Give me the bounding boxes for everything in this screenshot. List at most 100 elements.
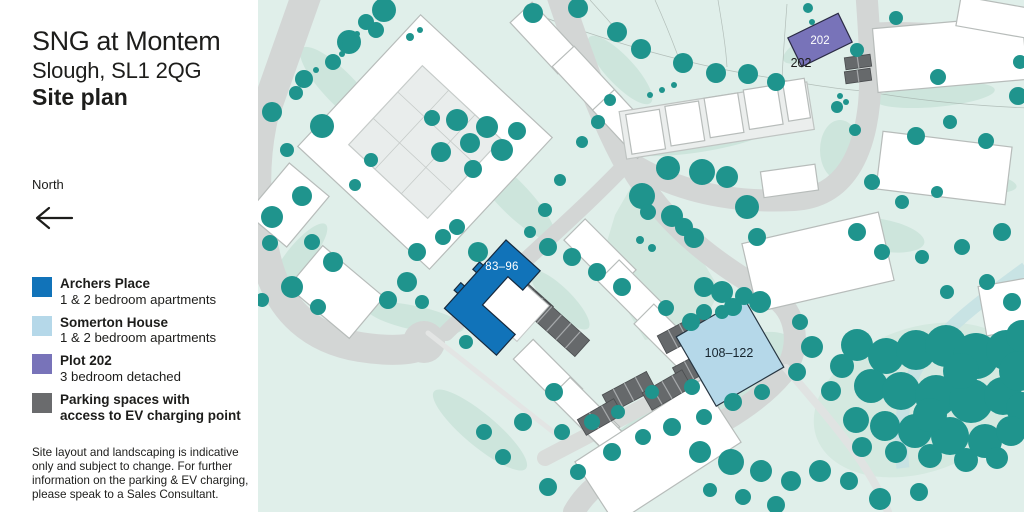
tree-icon (849, 124, 861, 136)
tree-icon (491, 139, 513, 161)
tree-icon (1009, 87, 1024, 105)
tree-icon (584, 414, 600, 430)
tree-icon (261, 206, 283, 228)
tree-icon (262, 235, 278, 251)
tree-icon (931, 186, 943, 198)
tree-icon (943, 353, 979, 389)
tree-icon (554, 174, 566, 186)
tree-icon (323, 252, 343, 272)
tree-icon (476, 116, 498, 138)
parking-strip (843, 67, 873, 85)
tree-icon (724, 393, 742, 411)
tree-icon (545, 383, 563, 401)
tree-icon (803, 3, 813, 13)
plot-202-swatch (32, 354, 52, 375)
building-top-corner (955, 0, 1024, 39)
tree-icon (907, 127, 925, 145)
tree-icon (788, 363, 806, 381)
tree-icon (696, 409, 712, 425)
tree-icon (495, 449, 511, 465)
legend: Archers Place 1 & 2 bedroom apartments S… (32, 276, 248, 431)
tree-icon (696, 304, 712, 320)
tree-icon (408, 243, 426, 261)
development-title: SNG at Montem (32, 26, 221, 56)
archers-place-building (443, 239, 550, 357)
tree-icon (978, 133, 994, 149)
tree-icon (524, 226, 536, 238)
tree-icon (954, 448, 978, 472)
tree-icon (604, 94, 616, 106)
legend-item-plot-202: Plot 202 3 bedroom detached (32, 353, 248, 384)
building-small-east (759, 163, 820, 199)
building-northeast-1 (871, 14, 1024, 94)
tree-icon (735, 195, 759, 219)
disclaimer: Site layout and landscaping is indicativ… (32, 446, 249, 502)
page-title: Site plan (32, 84, 128, 110)
tree-icon (735, 489, 751, 505)
tree-icon (280, 143, 294, 157)
tree-icon (809, 460, 831, 482)
tree-icon (684, 379, 700, 395)
tree-icon (850, 43, 864, 57)
tree-icon (262, 102, 282, 122)
legend-name: Archers Place (60, 276, 151, 291)
tree-icon (843, 407, 869, 433)
footpath-blue (425, 330, 559, 437)
tree-icon (750, 460, 772, 482)
legend-item-somerton-house: Somerton House 1 & 2 bedroom apartments (32, 315, 248, 346)
tree-icon (310, 114, 334, 138)
tree-icon (895, 195, 909, 209)
tree-icon (358, 14, 374, 30)
development-address: Slough, SL1 2QG (32, 58, 202, 83)
tree-layer (255, 0, 1024, 512)
tree-icon (979, 274, 995, 290)
tree-icon (930, 69, 946, 85)
tree-icon (671, 82, 677, 88)
tree-icon (1003, 293, 1021, 311)
tree-icon (645, 385, 659, 399)
legend-item-archers-place: Archers Place 1 & 2 bedroom apartments (32, 276, 248, 307)
tree-icon (538, 203, 552, 217)
tree-icon (613, 278, 631, 296)
site-plan-map: 83–96 108–122 202 202 (241, 0, 1024, 512)
tree-icon (767, 496, 785, 512)
tree-icon (310, 299, 326, 315)
tree-icon (313, 67, 319, 73)
tree-icon (514, 413, 532, 431)
tree-icon (913, 398, 947, 432)
tree-icon (689, 159, 715, 185)
tree-icon (830, 354, 854, 378)
tree-icon (647, 92, 653, 98)
tree-icon (749, 291, 771, 313)
tree-icon (635, 429, 651, 445)
tree-icon (874, 244, 890, 260)
highlighted-buildings (443, 12, 853, 407)
tree-icon (792, 314, 808, 330)
tree-icon (715, 305, 729, 319)
tree-icon (854, 369, 888, 403)
tree-icon (910, 483, 928, 501)
tree-icon (658, 300, 674, 316)
tree-icon (460, 133, 480, 153)
tree-icon (631, 39, 651, 59)
tree-icon (1006, 320, 1024, 352)
tree-icon (689, 441, 711, 463)
tree-icon (659, 87, 665, 93)
tree-icon (431, 142, 451, 162)
legend-name: Plot 202 (60, 353, 112, 369)
building-perimeter-block (296, 13, 554, 271)
tree-icon (339, 51, 345, 57)
somerton-house-swatch (32, 315, 52, 336)
tree-icon (767, 73, 785, 91)
tree-icon (372, 0, 396, 22)
tree-icon (940, 285, 954, 299)
tree-icon (570, 464, 586, 480)
tree-icon (706, 63, 726, 83)
tree-icon (325, 54, 341, 70)
tree-icon (882, 372, 920, 410)
tree-icon (424, 110, 440, 126)
map-labels: 83–96 108–122 202 202 (485, 35, 829, 360)
tree-icon (640, 204, 656, 220)
archers-place-swatch (32, 277, 52, 297)
tree-icon (781, 471, 801, 491)
